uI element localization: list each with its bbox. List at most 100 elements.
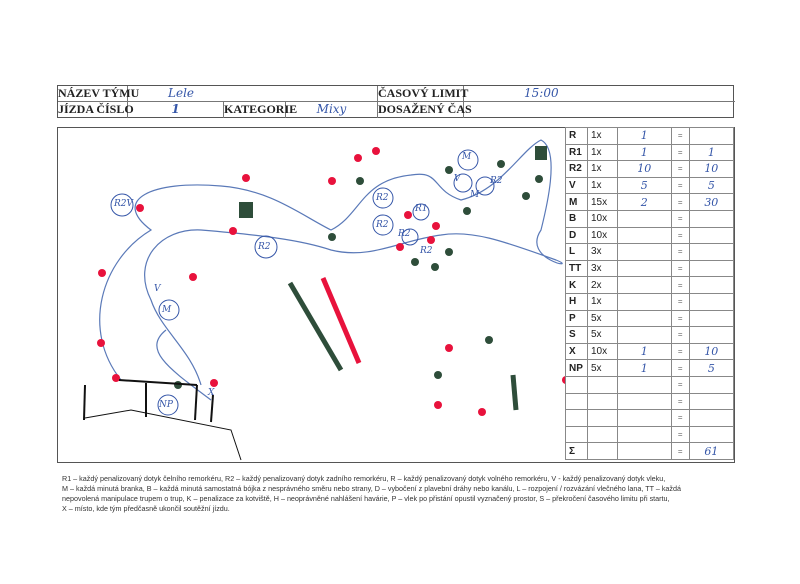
equals-sign: = [670, 309, 690, 328]
penalty-result [688, 375, 735, 394]
category-label: KATEGORIE [224, 102, 298, 118]
achieved-time-label: DOSAŽENÝ ČAS [378, 102, 472, 118]
map-label: R2V [114, 199, 134, 209]
equals-sign: = [670, 127, 690, 145]
map-label: X [208, 388, 215, 398]
penalty-multiplier: 1x [586, 292, 618, 311]
header-table: NÁZEV TÝMU Lele ČASOVÝ LIMIT 15:00 JÍZDA… [57, 85, 735, 118]
time-limit-value: 15:00 [464, 86, 735, 102]
map-label: M [162, 305, 172, 315]
equals-sign: = [670, 425, 690, 444]
penalty-multiplier: 1x [586, 127, 618, 145]
penalty-result [688, 425, 735, 444]
penalty-code: R2 [565, 160, 588, 178]
penalty-code: R [565, 127, 588, 145]
category-value: Mixy [286, 102, 378, 118]
penalty-result [688, 326, 735, 344]
penalty-multiplier [586, 392, 618, 411]
penalty-count [616, 409, 672, 427]
equals-sign: = [670, 243, 690, 261]
penalty-count: 1 [616, 342, 672, 361]
map-label: R1 [415, 204, 428, 214]
landing-area [83, 379, 242, 461]
penalty-count [616, 425, 672, 444]
penalty-count [616, 392, 672, 411]
run-value: 1 [128, 102, 224, 118]
map-label: M [470, 190, 480, 200]
penalty-code [565, 392, 588, 411]
penalty-multiplier: 3x [586, 259, 618, 278]
penalty-row: Σ=61 [565, 442, 735, 460]
penalty-code: V [565, 176, 588, 195]
equals-sign: = [670, 160, 690, 178]
penalty-code: S [565, 326, 588, 344]
legend-line: M – každá minutá branka, B – každá minut… [62, 484, 682, 493]
penalty-code: TT [565, 259, 588, 278]
penalty-result [688, 209, 735, 228]
penalty-code: B [565, 209, 588, 228]
penalty-count [616, 326, 672, 344]
equals-sign: = [670, 292, 690, 311]
penalty-multiplier: 1x [586, 160, 618, 178]
penalty-count: 5 [616, 176, 672, 195]
penalty-multiplier: 10x [586, 209, 618, 228]
penalty-row: = [565, 409, 735, 427]
penalty-multiplier: 3x [586, 243, 618, 261]
penalty-code: NP [565, 359, 588, 377]
penalty-result [688, 409, 735, 427]
penalty-multiplier: 10x [586, 342, 618, 361]
equals-sign: = [670, 326, 690, 344]
map-label: R2 [376, 193, 389, 203]
red-gate-line [320, 277, 362, 364]
penalty-code: H [565, 292, 588, 311]
annotation-circles [110, 149, 495, 416]
green-marker-line [510, 374, 519, 411]
penalty-multiplier [586, 425, 618, 444]
map-label: R2 [490, 176, 503, 186]
equals-sign: = [670, 392, 690, 411]
penalty-multiplier: 5x [586, 326, 618, 344]
penalty-result: 5 [688, 176, 735, 195]
penalty-code [565, 425, 588, 444]
penalty-multiplier: 1x [586, 143, 618, 162]
penalty-legend: R1 – každý penalizovaný dotyk čelního re… [62, 474, 732, 514]
penalty-code: X [565, 342, 588, 361]
map-label: R2 [398, 229, 411, 239]
penalty-code: M [565, 193, 588, 211]
penalty-multiplier [586, 409, 618, 427]
equals-sign: = [670, 342, 690, 361]
penalty-result [688, 259, 735, 278]
map-label: R2 [420, 246, 433, 256]
achieved-time-value [464, 102, 735, 118]
time-limit-label: ČASOVÝ LIMIT [378, 86, 469, 102]
team-value: Lele [128, 86, 378, 102]
penalty-result [688, 276, 735, 294]
penalty-result [688, 127, 735, 145]
legend-line: R1 – každý penalizovaný dotyk čelního re… [62, 474, 666, 483]
penalty-count [616, 375, 672, 394]
run-label: JÍZDA ČÍSLO [58, 102, 134, 118]
equals-sign: = [670, 409, 690, 427]
penalty-row: = [565, 375, 735, 394]
penalty-count: 1 [616, 127, 672, 145]
penalty-code: D [565, 226, 588, 245]
penalty-multiplier: 1x [586, 176, 618, 195]
map-label: R2 [376, 220, 389, 230]
equals-sign: = [670, 359, 690, 377]
penalty-row: = [565, 425, 735, 444]
team-label: NÁZEV TÝMU [58, 86, 140, 102]
equals-sign: = [670, 176, 690, 195]
